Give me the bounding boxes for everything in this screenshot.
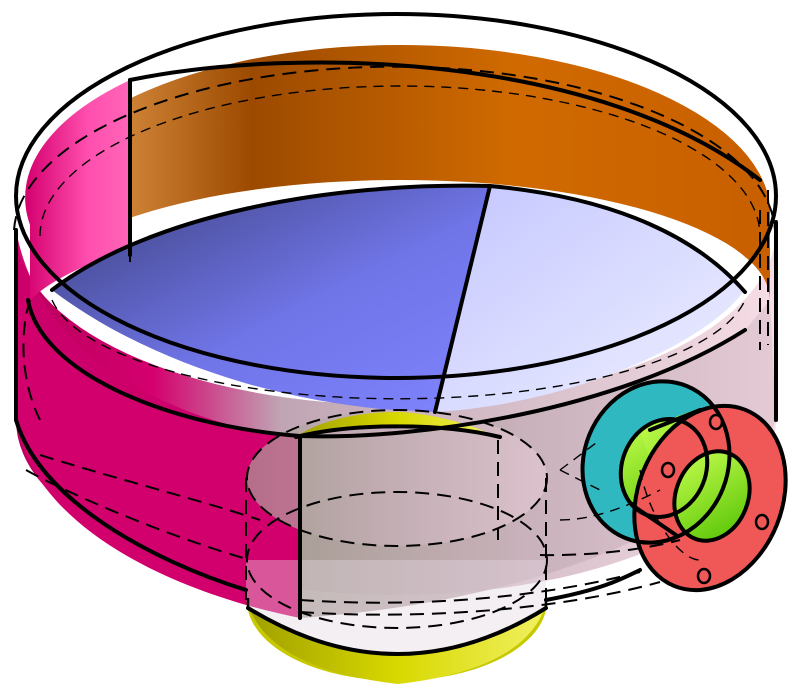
nozzle-edges <box>580 379 788 593</box>
visible-edges <box>14 12 778 656</box>
bolt-hole-right <box>754 513 770 531</box>
side-nozzle-bore <box>674 451 750 541</box>
flange-bolt-holes <box>660 413 770 585</box>
bolt-hole-bottom <box>696 567 712 585</box>
tank-floor-left <box>52 185 490 412</box>
bolt-hole-left <box>660 461 676 479</box>
tank-floor <box>52 185 745 412</box>
tank-floor-right <box>435 186 745 412</box>
bolt-hole-top <box>708 413 724 431</box>
front-wall-pink <box>16 300 300 618</box>
tank-inner-wall-back <box>25 44 771 301</box>
